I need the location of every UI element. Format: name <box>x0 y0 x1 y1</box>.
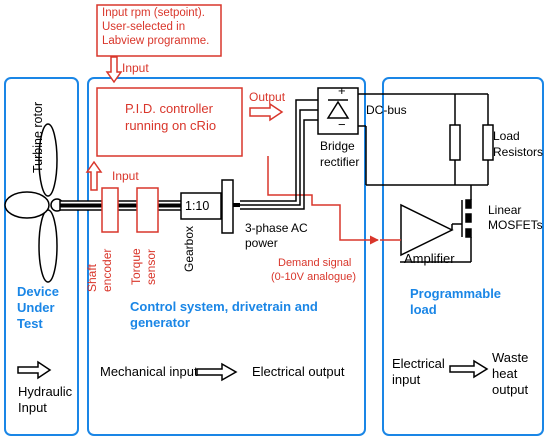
mosfet-icon <box>452 199 472 238</box>
electrical-output-label: Electrical output <box>252 364 345 379</box>
encoder-input-label: Input <box>112 169 139 183</box>
dut-title-line-1: Device <box>17 284 59 299</box>
load-title-line-2: load <box>410 302 437 317</box>
load-resistors-label-1: Load <box>493 129 520 143</box>
turbine-rotor-icon <box>4 123 64 283</box>
gearbox-box <box>180 192 222 220</box>
setpoint-input-label: Input <box>122 61 149 75</box>
setpoint-line-1: Input rpm (setpoint). <box>102 7 205 19</box>
dut-section <box>4 77 79 436</box>
gearbox-label: Gearbox <box>182 225 196 272</box>
setpoint-box <box>96 4 222 57</box>
dut-title-line-3: Test <box>17 316 43 331</box>
mosfet-label-2: MOSFETs <box>488 218 543 232</box>
load-title-line-1: Programmable <box>410 286 502 301</box>
electrical-input-label-2: input <box>392 372 421 387</box>
output-arrow <box>249 102 284 122</box>
setpoint-line-3: Labview programme. <box>102 35 210 47</box>
demand-signal-line <box>267 156 379 245</box>
setpoint-arrow <box>105 56 123 84</box>
load-resistors-label-2: Resistors <box>493 145 544 159</box>
bridge-rectifier <box>317 87 359 135</box>
control-title-line-2: generator <box>130 315 190 330</box>
mechanical-to-electrical-arrow <box>196 362 238 382</box>
mechanical-input-label: Mechanical input <box>100 364 198 379</box>
minus-sign: − <box>338 117 346 132</box>
waste-heat-label-3: output <box>492 382 529 397</box>
waste-heat-label-2: heat <box>492 366 518 381</box>
hydraulic-input-arrow <box>17 360 52 380</box>
mosfet-label-1: Linear <box>488 203 522 217</box>
load-resistor-2 <box>482 124 494 161</box>
shaft-encoder <box>101 187 119 233</box>
load-resistor-1 <box>449 124 461 161</box>
encoder-input-arrow <box>85 160 103 191</box>
bridge-label-1: Bridge <box>320 139 355 153</box>
load-section <box>382 77 544 436</box>
demand-signal-label-2: (0-10V analogue) <box>271 271 357 283</box>
ac-power-label-2: power <box>245 236 278 250</box>
dc-bus <box>358 93 489 263</box>
waste-heat-label-1: Waste <box>492 350 529 365</box>
setpoint-line-2: User-selected in <box>102 21 186 33</box>
turbine-rotor-label: Turbine rotor <box>31 101 45 173</box>
hydraulic-label-2: Input <box>18 400 47 415</box>
torque-sensor-label-1: Torque <box>129 248 143 285</box>
demand-signal-label-1: Demand signal <box>278 257 352 269</box>
gear-ratio-label: 1:10 <box>185 199 210 213</box>
control-section <box>87 77 366 436</box>
shaft-encoder-label-1: Shaft <box>85 263 99 292</box>
electrical-input-label-1: Electrical <box>392 356 445 371</box>
control-title-line-1: Control system, drivetrain and <box>130 299 318 314</box>
amplifier-label: Amplifier <box>404 251 455 266</box>
bridge-label-2: rectifier <box>320 155 360 169</box>
hydraulic-label-1: Hydraulic <box>18 384 73 399</box>
generator <box>221 179 234 234</box>
ac-cables <box>240 99 318 210</box>
output-label: Output <box>249 90 286 104</box>
electrical-to-heat-arrow <box>449 359 489 379</box>
pid-label-line-1: P.I.D. controller <box>125 101 213 116</box>
pid-controller-box <box>96 87 243 157</box>
torque-sensor <box>136 187 159 233</box>
torque-sensor-label-2: sensor <box>144 248 158 285</box>
dut-title-line-2: Under <box>17 300 55 315</box>
amplifier-icon <box>380 203 454 257</box>
dc-bus-label: DC-bus <box>366 103 407 117</box>
shaft-encoder-label-2: encoder <box>100 248 114 292</box>
plus-sign: + <box>338 83 346 98</box>
ac-power-label-1: 3-phase AC <box>245 221 308 235</box>
pid-label-line-2: running on cRio <box>125 118 217 133</box>
